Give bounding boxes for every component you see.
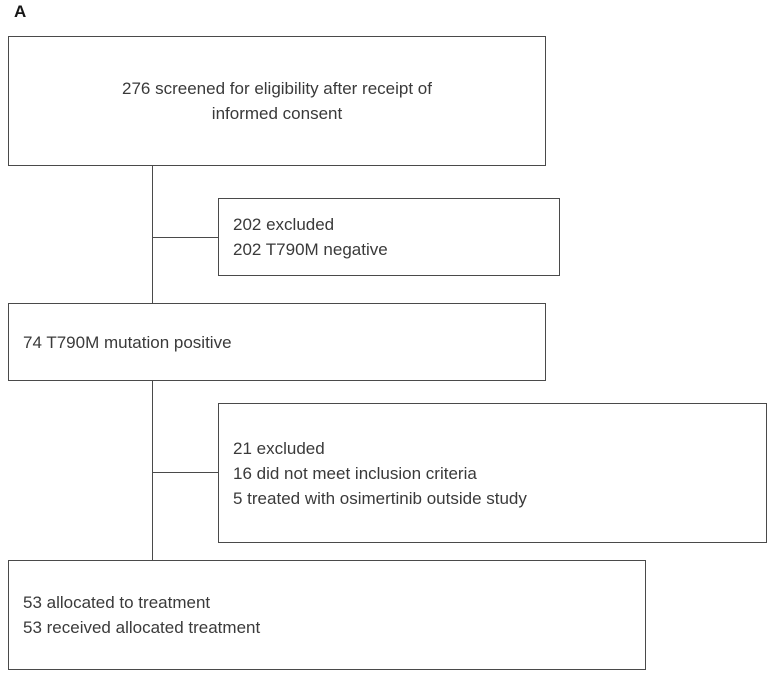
node-excluded-negative-line-1: 202 excluded [233, 215, 335, 234]
node-excluded-negative-line-2: 202 T790M negative [233, 240, 388, 259]
panel-label: A [14, 2, 27, 21]
node-t790m-positive: 74 T790M mutation positive [8, 303, 546, 381]
node-excluded-criteria: 21 excluded 16 did not meet inclusion cr… [218, 403, 767, 543]
node-allocated-treatment-line-1: 53 allocated to treatment [23, 593, 211, 612]
node-screened-line-2: informed consent [211, 104, 343, 123]
connector-trunk-lower [152, 380, 154, 561]
node-excluded-criteria-line-2: 16 did not meet inclusion criteria [233, 463, 477, 483]
node-screened-line-1: 276 screened for eligibility after recei… [122, 79, 432, 98]
node-excluded-criteria-line-1: 21 excluded [233, 438, 325, 458]
connector-trunk-upper [152, 165, 154, 304]
node-screened: 276 screened for eligibility after recei… [8, 36, 546, 166]
node-excluded-negative: 202 excluded 202 T790M negative [218, 198, 560, 276]
node-excluded-criteria-line-3: 5 treated with osimertinib outside study [233, 488, 527, 508]
node-allocated-treatment-line-2: 53 received allocated treatment [23, 618, 261, 637]
connector-branch-excluded-criteria [152, 472, 219, 474]
node-t790m-positive-line-1: 74 T790M mutation positive [23, 332, 232, 352]
node-allocated-treatment: 53 allocated to treatment 53 received al… [8, 560, 646, 670]
connector-branch-excluded-negative [152, 237, 219, 239]
